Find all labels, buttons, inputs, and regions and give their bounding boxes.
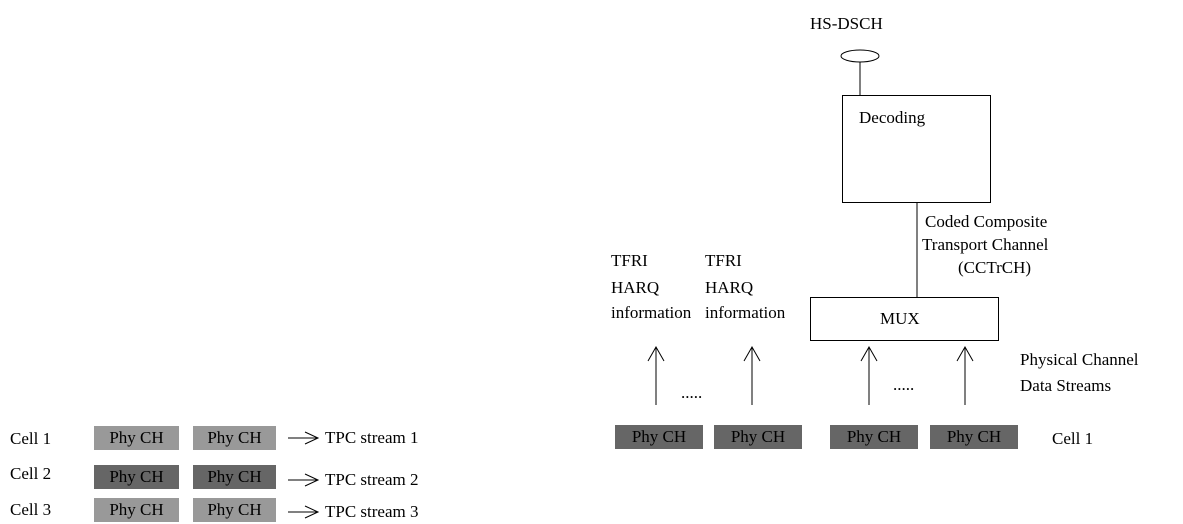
tfri-label-1: TFRI xyxy=(611,251,648,270)
harq-label-1: HARQ xyxy=(611,278,660,297)
tpc-stream-label-3: TPC stream 3 xyxy=(325,502,419,521)
cell-label-3: Cell 3 xyxy=(10,500,52,519)
phy-ch-chip: Phy CH xyxy=(94,498,179,522)
physical-streams-line-1: Physical Channel xyxy=(1020,350,1139,369)
arrow-mux-2 xyxy=(956,345,974,405)
phy-ch-chip: Phy CH xyxy=(94,426,179,450)
mux-box: MUX xyxy=(810,297,999,341)
cell-label-2: Cell 2 xyxy=(10,464,52,483)
tfri-label-2: TFRI xyxy=(705,251,742,270)
phy-ch-chip: Phy CH xyxy=(193,465,276,489)
phy-ch-chip: Phy CH xyxy=(94,465,179,489)
bottom-cell-label: Cell 1 xyxy=(1052,429,1094,448)
decoding-label: Decoding xyxy=(859,108,926,127)
phy-ch-chip: Phy CH xyxy=(930,425,1018,449)
arrow-tfri-2 xyxy=(743,345,761,405)
arrow-mux-1 xyxy=(860,345,878,405)
tpc-stream-label-1: TPC stream 1 xyxy=(325,428,419,447)
cell-label-1: Cell 1 xyxy=(10,429,52,448)
harq-label-2: HARQ xyxy=(705,278,754,297)
phy-ch-chip: Phy CH xyxy=(615,425,703,449)
ellipsis-mux: ..... xyxy=(893,375,915,394)
phy-ch-chip: Phy CH xyxy=(714,425,802,449)
phy-ch-chip: Phy CH xyxy=(193,426,276,450)
arrow-tpc-2 xyxy=(288,473,320,487)
decoding-box: Decoding xyxy=(842,95,991,203)
arrow-tpc-1 xyxy=(288,431,320,445)
mux-label: MUX xyxy=(880,309,920,328)
tpc-stream-label-2: TPC stream 2 xyxy=(325,470,419,489)
hs-dsch-ellipse xyxy=(840,49,880,63)
physical-streams-line-2: Data Streams xyxy=(1020,376,1112,395)
information-label-2: information xyxy=(705,303,786,322)
cctrch-label-line-3: (CCTrCH) xyxy=(958,258,1032,277)
hs-dsch-label: HS-DSCH xyxy=(810,14,883,33)
cctrch-label-line-2: Transport Channel xyxy=(922,235,1049,254)
phy-ch-chip: Phy CH xyxy=(193,498,276,522)
cctrch-label-line-1: Coded Composite xyxy=(925,212,1048,231)
information-label-1: information xyxy=(611,303,692,322)
arrow-tfri-1 xyxy=(647,345,665,405)
phy-ch-chip: Phy CH xyxy=(830,425,918,449)
arrow-tpc-3 xyxy=(288,505,320,519)
ellipsis-tfri: ..... xyxy=(681,383,703,402)
